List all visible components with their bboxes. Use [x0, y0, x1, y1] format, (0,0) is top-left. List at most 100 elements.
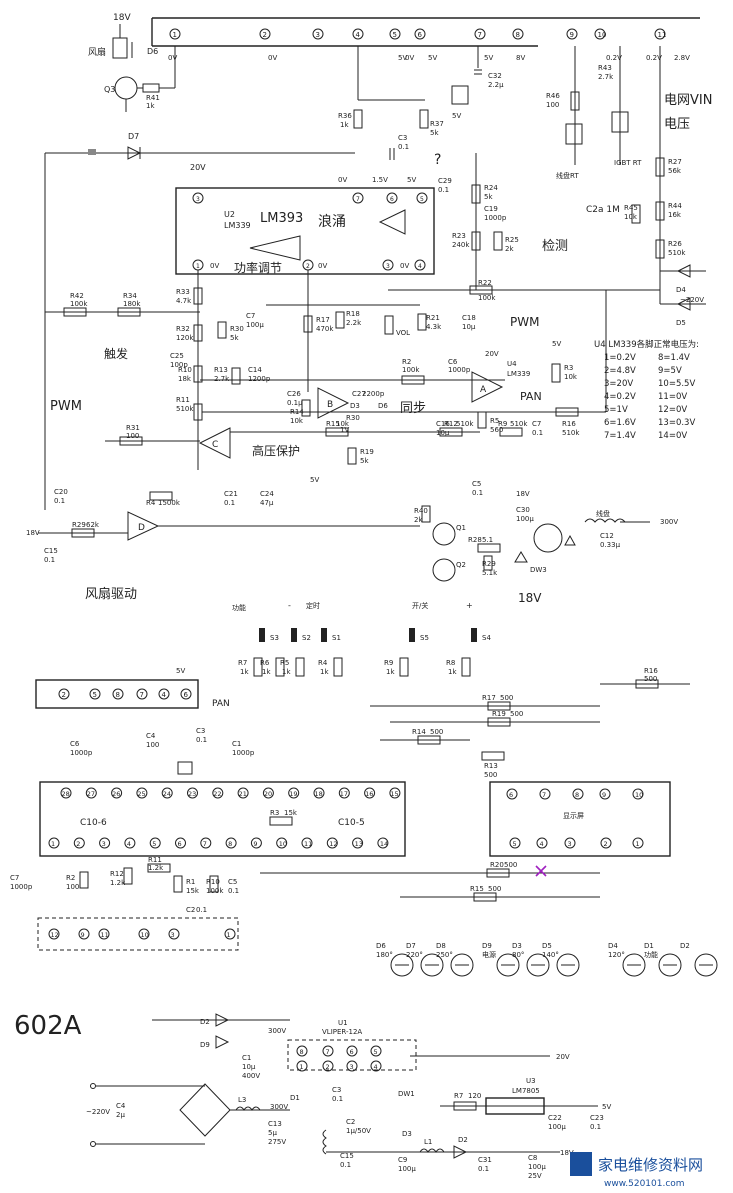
dr11-label: R11	[148, 856, 162, 864]
psu-l1-label: L1	[424, 1138, 432, 1146]
dr15-value: 500	[488, 885, 501, 893]
u2-5v: 5V	[407, 176, 416, 184]
r29-value: 62k	[86, 521, 100, 529]
connector-pin-8	[512, 28, 524, 40]
resistor-value: 1k	[240, 668, 249, 676]
screen-pin-number: 8	[575, 791, 579, 799]
mcu-pin-2	[73, 837, 85, 849]
u2-pin4: 4	[418, 263, 422, 270]
r29-label: R29	[72, 521, 86, 529]
hw-pwm-left: PWM	[50, 399, 82, 414]
dr16-label: R16	[644, 667, 658, 675]
u2-pin7: 7	[356, 196, 360, 203]
dash-pin-number: 10	[141, 931, 149, 939]
r2-label: R2	[402, 358, 411, 366]
viper-pin-4	[370, 1060, 382, 1072]
c12-label: C12	[600, 532, 614, 540]
r26-label: R26	[668, 240, 682, 248]
r33-label: R33	[176, 288, 190, 296]
switch-label: S2	[302, 634, 311, 642]
u4-supply: 20V	[485, 350, 499, 358]
screen-pin-number: 7	[542, 791, 546, 799]
dc2-value: 0.1	[196, 906, 207, 914]
mcu-label: C10-6	[80, 818, 107, 828]
u2-pin1: 1	[196, 263, 200, 270]
dr1-value: 15k	[186, 887, 200, 895]
r43-value: 2.7k	[598, 73, 614, 81]
igbt-rt-label: IGBT RT	[614, 159, 642, 167]
mcu-pin-number: 20	[264, 790, 272, 798]
c27-value: 2200p	[362, 390, 385, 398]
psu-l3-label: L3	[238, 1096, 246, 1104]
screen-pin-number: 1	[636, 840, 640, 848]
r23-value: 240k	[452, 241, 470, 249]
mcu-pin-20	[262, 787, 274, 799]
screen-pin-number: 10	[635, 791, 643, 799]
led-text: 电源	[482, 950, 496, 959]
led-d1	[658, 953, 682, 977]
connector-voltage: 5V	[398, 54, 407, 62]
connector-voltage: 5V	[428, 54, 437, 62]
r36-label: R36	[338, 112, 352, 120]
psu-18v: 18V	[560, 1149, 574, 1157]
c25-label: C25	[170, 352, 184, 360]
r44-label: R44	[668, 202, 682, 210]
r42-value: 100k	[70, 300, 88, 308]
r29b-value: 5.1k	[482, 569, 498, 577]
display-connector-pin-5	[89, 688, 101, 700]
r19-value: 5k	[360, 457, 369, 465]
u2-15v: 1.5V	[372, 176, 388, 184]
mcu-pin-1	[48, 837, 60, 849]
mcu-pin-13	[352, 837, 364, 849]
middle-network: C7 100μ R17 470k R18 2.2k VOL R21 4.3k C…	[246, 270, 660, 392]
dr15-label: R15	[470, 885, 484, 893]
psu-d2-label: D2	[200, 1018, 210, 1026]
viper-pin-number: 7	[326, 1048, 330, 1056]
u4-pin-voltage: 4=0.2V	[604, 392, 636, 402]
connector-pin-number: 4	[356, 31, 361, 39]
sense-network: C29 0.1 R24 5k C19 1000p R23 240k R25 2k	[438, 153, 519, 290]
psu-c2-value: 1μ/50V	[346, 1127, 371, 1135]
dr2-value: 100	[66, 883, 79, 891]
led-text: 250°	[436, 951, 453, 959]
c18-label: C18	[462, 314, 476, 322]
u4-pin-voltage: 9=5V	[658, 366, 682, 376]
connector-pin-number: 2	[263, 31, 267, 39]
mcu-pin-21	[237, 787, 249, 799]
c16-value: 10μ	[436, 429, 450, 437]
mcu-pin-number: 25	[137, 790, 145, 798]
psu-c23-value: 0.1	[590, 1123, 601, 1131]
hw-lm393: LM393	[260, 211, 303, 226]
psu-300v-b: 300V	[270, 1103, 288, 1111]
viper-pin-number: 2	[326, 1063, 330, 1071]
u4-pin-voltage: 8=1.4V	[658, 353, 690, 363]
dr14-label: R14	[412, 728, 426, 736]
c32-value: 2.2μ	[488, 81, 504, 89]
c5-label: C5	[472, 480, 481, 488]
r31-value: 100	[126, 432, 139, 440]
screen-pin-7	[539, 788, 551, 800]
viper-pin-6	[346, 1045, 358, 1057]
display-connector-pin-6	[180, 688, 192, 700]
viper-pin-3	[346, 1060, 358, 1072]
psu-d3-label: D3	[402, 1130, 412, 1138]
mcu-pin-23	[187, 787, 198, 799]
u2-part: LM339	[224, 221, 251, 230]
psu-c1-label: C1	[242, 1054, 251, 1062]
mcu-pin-number: 15	[390, 790, 398, 798]
screen-pin-8	[572, 788, 584, 800]
connector-pin-6	[414, 28, 426, 40]
dr3-label: R3	[270, 809, 279, 817]
dr11-value: 1.2k	[148, 864, 164, 872]
c29-value: 0.1	[438, 186, 449, 194]
mcu-pin-19	[288, 787, 300, 799]
led-label: D5	[542, 942, 552, 950]
led-label: D7	[406, 942, 416, 950]
hw-power-adj: 功率调节	[234, 260, 282, 275]
psu-c3-value: 0.1	[332, 1095, 343, 1103]
r16-label: R16	[562, 420, 576, 428]
mcu-pin-14	[377, 837, 389, 849]
u4-voltage-table: U4 LM339各脚正常电压为: 1=0.2V2=4.8V3=20V4=0.2V…	[594, 339, 699, 441]
connector-voltage: 5V	[484, 54, 493, 62]
r17-value: 470k	[316, 325, 334, 333]
